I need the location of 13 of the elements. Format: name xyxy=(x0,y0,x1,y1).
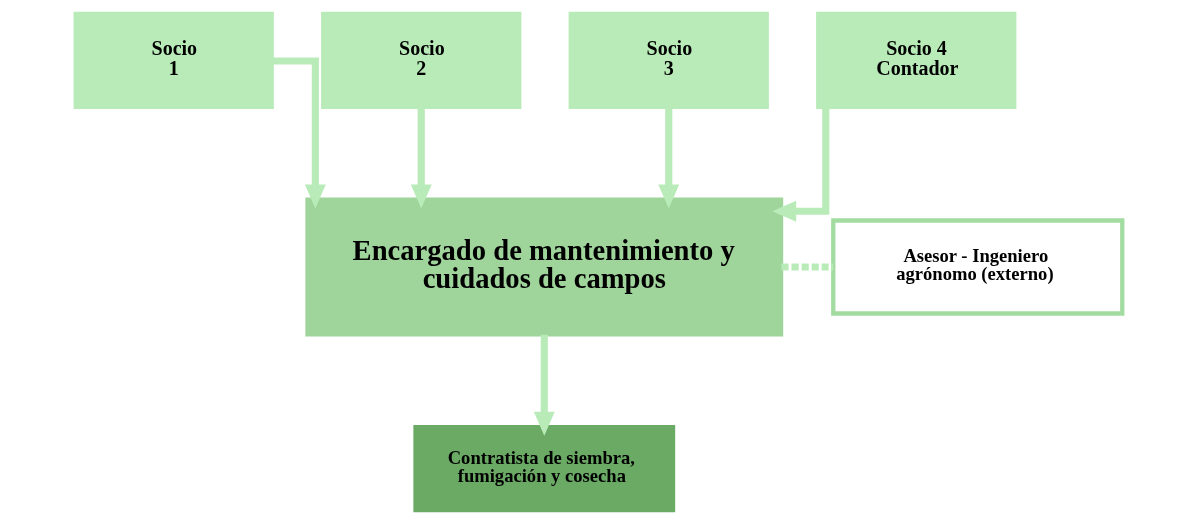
arrow xyxy=(272,57,326,209)
node-box: Socio 1 xyxy=(73,11,274,109)
node-box: Contratista de siembra, fumigación y cosecha xyxy=(413,425,676,513)
node-box: Socio 4 Contador xyxy=(816,11,1017,109)
node-box: Encargado de mantenimiento y cuidados de campos xyxy=(305,197,784,337)
node-box: Socio 2 xyxy=(321,11,522,109)
arrow xyxy=(410,107,432,209)
connector xyxy=(781,263,834,271)
node-box: Socio 3 xyxy=(568,11,769,109)
arrow xyxy=(658,107,680,209)
arrow xyxy=(772,106,830,222)
arrow xyxy=(533,334,555,436)
node-box: Asesor - Ingeniero agrónomo (externo) xyxy=(831,218,1125,316)
